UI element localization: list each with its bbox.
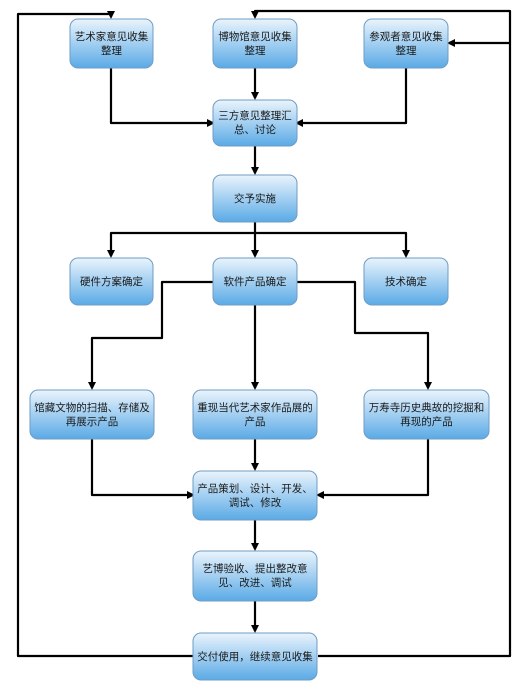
edge-loop-to-visitor <box>318 39 512 658</box>
node-wanshou-temple <box>363 389 490 440</box>
edge-handover-to-hardware <box>107 231 255 258</box>
node-tech-confirm <box>363 257 449 306</box>
edge-visitor-to-summary <box>295 68 408 127</box>
node-software-product <box>212 257 298 306</box>
node-hand-over <box>212 174 298 223</box>
node-delivery <box>192 632 318 681</box>
node-hardware-plan <box>69 257 154 306</box>
edge-software-to-scan <box>88 280 213 390</box>
node-tripartite-summary <box>212 99 298 147</box>
edge-loop-to-museum <box>251 9 512 43</box>
edge-scan-to-dev <box>90 439 195 499</box>
node-artist-feedback <box>69 18 154 69</box>
edge-software-to-wanshou <box>297 280 432 390</box>
edge-artist-to-summary <box>109 68 215 127</box>
node-scan-exhibit <box>29 389 155 440</box>
edge-loop-to-artist <box>16 11 193 658</box>
edge-handover-to-tech <box>255 231 410 258</box>
node-visitor-feedback <box>363 18 449 69</box>
node-contemporary-art <box>192 389 318 440</box>
node-museum-feedback <box>212 18 298 69</box>
node-acceptance <box>192 550 318 602</box>
node-product-dev <box>192 470 318 521</box>
edge-wanshou-to-dev <box>316 439 430 499</box>
